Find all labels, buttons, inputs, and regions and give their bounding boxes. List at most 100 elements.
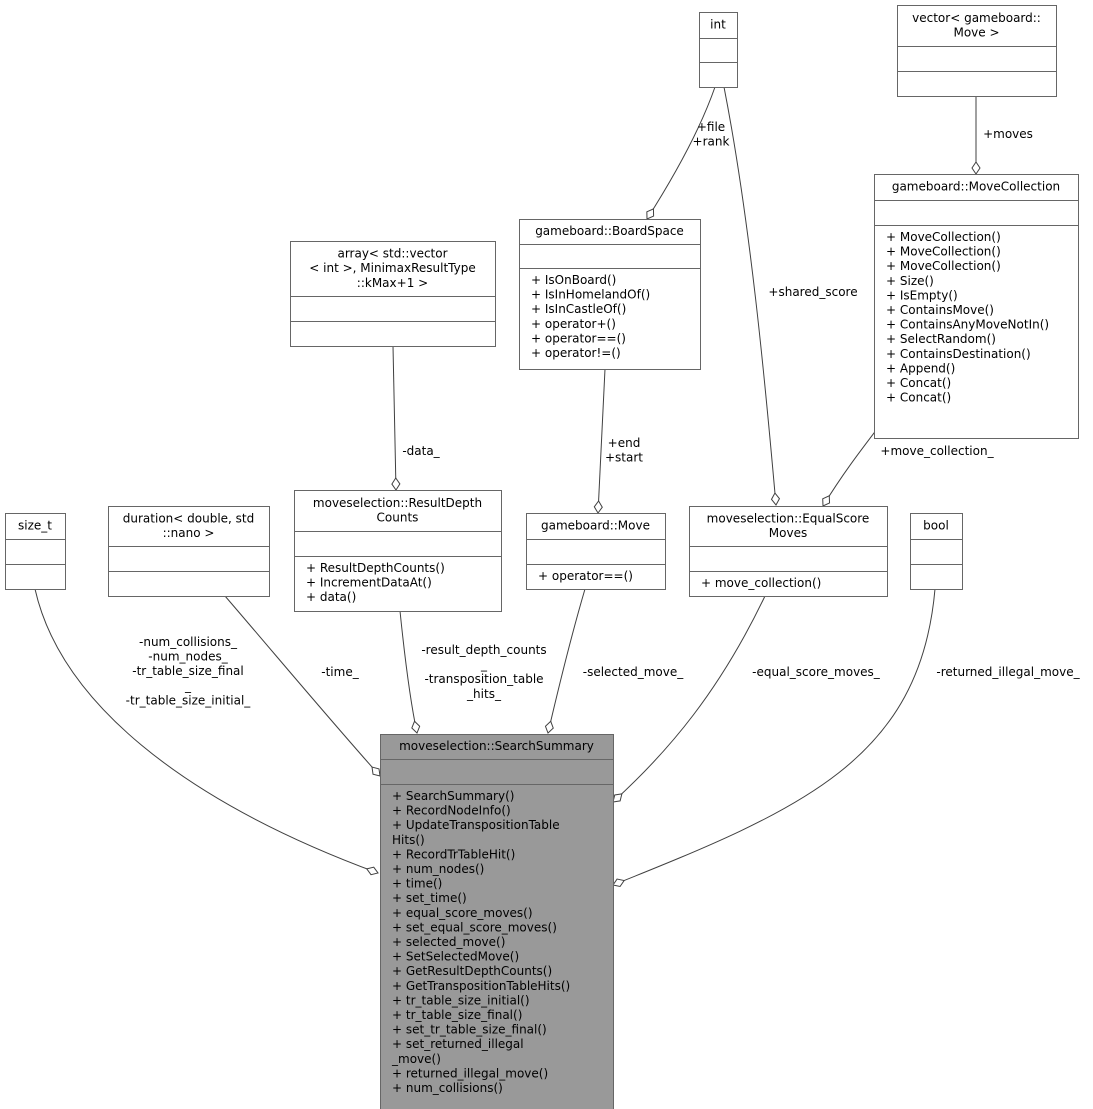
- class-method: + SearchSummary(): [392, 789, 514, 803]
- class-method: + MoveCollection(): [886, 230, 1001, 244]
- class-method: + selected_move(): [392, 935, 505, 949]
- class-title: Move >: [953, 26, 999, 40]
- class-method: + RecordTrTableHit(): [392, 847, 515, 861]
- edge-label: -time_: [321, 665, 359, 679]
- class-title: gameboard::Move: [541, 519, 650, 533]
- edge-label: -returned_illegal_move_: [936, 665, 1080, 679]
- class-method: + ContainsDestination(): [886, 347, 1031, 361]
- class-method: + operator==(): [531, 331, 626, 345]
- edge-label: +move_collection_: [880, 444, 994, 458]
- edge-label: -result_depth_counts: [421, 643, 546, 657]
- class-method: + MoveCollection(): [886, 245, 1001, 259]
- class-method: + move_collection(): [701, 576, 821, 590]
- class-method: + Size(): [886, 274, 934, 288]
- class-box-result-depth-counts[interactable]: moveselection::ResultDepthCounts+ Result…: [294, 490, 502, 612]
- class-method: + GetResultDepthCounts(): [392, 964, 552, 978]
- class-title: array< std::vector: [337, 247, 447, 261]
- class-method: + returned_illegal_move(): [392, 1066, 548, 1080]
- class-box-move[interactable]: gameboard::Move+ operator==(): [526, 513, 666, 590]
- class-method: + set_returned_illegal: [392, 1037, 524, 1051]
- class-title: bool: [923, 519, 949, 533]
- class-title: moveselection::ResultDepth: [313, 496, 482, 510]
- class-title: duration< double, std: [123, 511, 254, 525]
- class-title: moveselection::EqualScore: [707, 511, 870, 525]
- edge-array-to-result-depth-counts: [391, 345, 401, 491]
- class-box-board-space[interactable]: gameboard::BoardSpace+ IsOnBoard()+ IsIn…: [519, 219, 701, 370]
- class-title: ::kMax+1 >: [357, 276, 428, 290]
- class-box-int[interactable]: int: [699, 12, 738, 88]
- class-box-size-t[interactable]: size_t: [5, 513, 66, 590]
- class-method: + set_time(): [392, 891, 467, 905]
- class-method: _move(): [391, 1052, 441, 1066]
- class-method: + num_nodes(): [392, 862, 484, 876]
- class-method: + GetTranspositionTableHits(): [392, 979, 570, 993]
- edge-equal-score-moves-to-search-summary: [612, 595, 766, 803]
- class-title: < int >, MinimaxResultType: [309, 261, 475, 275]
- class-method: + operator!=(): [531, 346, 621, 360]
- class-title: moveselection::SearchSummary: [399, 739, 594, 753]
- class-method: + RecordNodeInfo(): [392, 804, 511, 818]
- edge-size-t-to-search-summary: [34, 588, 379, 876]
- edge-move-to-search-summary: [544, 588, 586, 734]
- class-method: + num_collisions(): [392, 1081, 503, 1095]
- class-box-bool[interactable]: bool: [910, 513, 963, 590]
- class-method: + SetSelectedMove(): [392, 950, 519, 964]
- class-method: + data(): [306, 590, 356, 604]
- edge-board-space-to-move: [593, 368, 606, 514]
- edge-label: -selected_move_: [583, 665, 685, 679]
- class-method: Hits(): [392, 833, 425, 847]
- edge-label: -num_nodes_: [148, 650, 228, 664]
- class-method: + MoveCollection(): [886, 259, 1001, 273]
- class-title: Moves: [769, 526, 807, 540]
- edge-result-depth-counts-to-search-summary: [399, 610, 421, 734]
- edge-label: -equal_score_moves_: [752, 665, 881, 679]
- class-method: + Concat(): [886, 376, 951, 390]
- class-title: gameboard::BoardSpace: [535, 224, 684, 238]
- class-box-duration[interactable]: duration< double, std::nano >: [108, 506, 270, 597]
- edge-label: +shared_score: [768, 285, 857, 299]
- class-title: int: [710, 18, 726, 32]
- class-title: Counts: [377, 511, 419, 525]
- edge-int-to-board-space: [646, 86, 716, 220]
- class-method: + SelectRandom(): [886, 332, 996, 346]
- class-method: + IsInHomelandOf(): [531, 288, 650, 302]
- edge-label: _hits_: [466, 687, 502, 701]
- edge-label: +start: [605, 451, 643, 465]
- class-method: + set_equal_score_moves(): [392, 920, 557, 934]
- class-method: + ResultDepthCounts(): [306, 561, 445, 575]
- class-method: + Concat(): [886, 391, 951, 405]
- edge-label: +rank: [693, 135, 730, 149]
- class-method: + operator+(): [531, 317, 616, 331]
- edge-label: -data_: [402, 444, 440, 458]
- class-method: + operator==(): [538, 569, 633, 583]
- class-box-search-summary[interactable]: moveselection::SearchSummary+ SearchSumm…: [380, 734, 614, 1109]
- class-method: + IsEmpty(): [886, 288, 958, 302]
- edge-label: -tr_table_size_final: [132, 664, 243, 678]
- class-method: + set_tr_table_size_final(): [392, 1023, 547, 1037]
- class-method: + IsOnBoard(): [531, 273, 616, 287]
- class-method: + tr_table_size_final(): [392, 1008, 522, 1022]
- class-method: + tr_table_size_initial(): [392, 993, 530, 1007]
- class-title: ::nano >: [163, 526, 215, 540]
- class-method: + Append(): [886, 361, 955, 375]
- edge-label: -transposition_table: [424, 672, 543, 686]
- edge-label: -tr_table_size_initial_: [126, 693, 252, 707]
- class-method: + UpdateTranspositionTable: [392, 818, 560, 832]
- edge-duration-to-search-summary: [224, 595, 381, 777]
- class-method: + equal_score_moves(): [392, 906, 533, 920]
- class-method: + time(): [392, 877, 442, 891]
- class-method: + ContainsMove(): [886, 303, 994, 317]
- class-title: vector< gameboard::: [912, 11, 1041, 25]
- edge-label: _: [480, 658, 488, 672]
- class-box-array[interactable]: array< std::vector< int >, MinimaxResult…: [290, 241, 496, 347]
- class-title: size_t: [18, 519, 52, 533]
- class-title: gameboard::MoveCollection: [892, 180, 1060, 194]
- edge-label: _: [184, 679, 192, 693]
- edge-label: +end: [608, 436, 641, 450]
- class-box-vector-move[interactable]: vector< gameboard::Move >: [897, 5, 1057, 97]
- edge-label: +file: [697, 120, 725, 134]
- class-box-move-collection[interactable]: gameboard::MoveCollection+ MoveCollectio…: [874, 174, 1079, 439]
- class-method: + IsInCastleOf(): [531, 302, 626, 316]
